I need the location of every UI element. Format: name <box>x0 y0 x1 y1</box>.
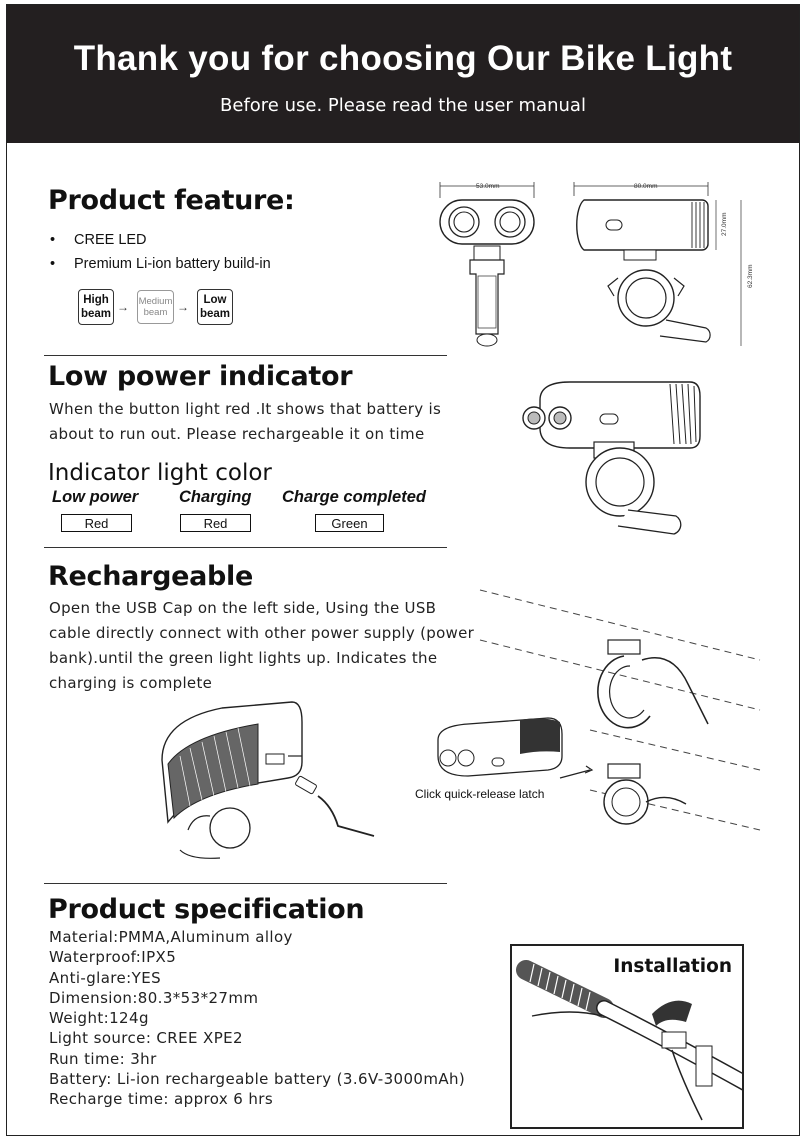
indicator-label-charging: Charging <box>179 488 252 506</box>
mode-label: beam <box>199 308 231 320</box>
spec-line: Waterproof:IPX5 <box>49 948 177 967</box>
indicator-color-charging: Red <box>180 514 251 532</box>
spec-line: Dimension:80.3*53*27mm <box>49 988 259 1007</box>
spec-line: Battery: Li-ion rechargeable battery (3.… <box>49 1070 466 1089</box>
dimension-height-label: 27.0mm <box>721 213 728 236</box>
usb-charging-drawing <box>161 701 375 859</box>
indicator-color-low-power: Red <box>61 514 132 532</box>
mode-medium-beam: Medium beam <box>137 290 174 324</box>
arrow-right-icon: → <box>117 300 129 314</box>
latch-caption: Click quick-release latch <box>415 787 545 801</box>
bullet-icon: • <box>50 256 56 272</box>
section-divider <box>44 547 447 548</box>
mode-label: Medium <box>138 296 173 307</box>
text-line: Open the USB Cap on the left side, Using… <box>49 599 437 617</box>
spec-heading: Product specification <box>48 894 365 925</box>
arrow-right-icon: → <box>177 300 189 314</box>
spec-line: Anti-glare:YES <box>49 968 161 987</box>
side-view-drawing: 80.0mm 27.0mm 62.3mm <box>573 182 754 346</box>
feature-item-label: CREE LED <box>74 232 147 248</box>
indicator-title: Indicator light color <box>48 460 272 486</box>
section-divider <box>44 355 447 356</box>
bullet-icon: • <box>50 232 56 248</box>
spec-line: Run time: 3hr <box>49 1049 157 1068</box>
page-subtitle: Before use. Please read the user manual <box>220 95 586 116</box>
installation-steps-drawing <box>437 589 761 831</box>
indicator-color-charge-completed: Green <box>315 514 384 532</box>
header-banner: Thank you for choosing Our Bike Light Be… <box>7 5 799 143</box>
feature-list: • CREE LED • Premium Li-ion battery build-… <box>48 228 271 276</box>
mode-label: High <box>83 294 109 306</box>
feature-item-label: Premium Li-ion battery build-in <box>74 256 271 272</box>
installation-title: Installation <box>613 956 732 977</box>
spec-line: Light source: CREE XPE2 <box>49 1029 243 1048</box>
mode-label: beam <box>143 307 168 318</box>
feature-item: • CREE LED <box>48 228 271 252</box>
text-line: cable directly connect with other power … <box>49 624 475 642</box>
feature-heading: Product feature: <box>48 185 295 216</box>
spec-line: Weight:124g <box>49 1009 149 1028</box>
spec-list: Material:PMMA,Aluminum alloy Waterproof:… <box>49 927 465 1110</box>
installation-panel: Installation <box>510 944 744 1129</box>
mode-label: beam <box>80 308 112 320</box>
handlebar-drawing <box>516 960 742 1121</box>
text-line: When the button light red .It shows that… <box>49 400 442 418</box>
mode-low-beam: Low beam <box>197 289 233 325</box>
section-divider <box>44 883 447 884</box>
text-line: bank).until the green light lights up. I… <box>49 649 438 667</box>
spec-line: Material:PMMA,Aluminum alloy <box>49 928 293 946</box>
recharge-heading: Rechargeable <box>48 561 254 592</box>
dimension-width-label: 53.0mm <box>476 183 499 190</box>
low-power-text: When the button light red .It shows that… <box>49 397 441 447</box>
spec-line: Recharge time: approx 6 hrs <box>49 1090 274 1109</box>
indicator-label-low-power: Low power <box>52 488 139 506</box>
dimension-length-label: 80.0mm <box>634 183 657 190</box>
mode-label: Low <box>203 294 227 306</box>
dimension-total-height-label: 62.3mm <box>747 265 754 288</box>
recharge-text: Open the USB Cap on the left side, Using… <box>49 596 474 696</box>
front-view-drawing: 53.0mm <box>439 182 535 347</box>
text-line: charging is complete <box>49 674 213 692</box>
feature-item: • Premium Li-ion battery build-in <box>48 252 271 276</box>
page-title: Thank you for choosing Our Bike Light <box>73 39 733 78</box>
light-mounted-drawing <box>522 381 701 535</box>
text-line: about to run out. Please rechargeable it… <box>49 425 425 443</box>
mode-high-beam: High beam <box>78 289 114 325</box>
low-power-heading: Low power indicator <box>48 361 353 392</box>
page-frame <box>6 4 800 1136</box>
indicator-label-charge-completed: Charge completed <box>282 488 426 506</box>
